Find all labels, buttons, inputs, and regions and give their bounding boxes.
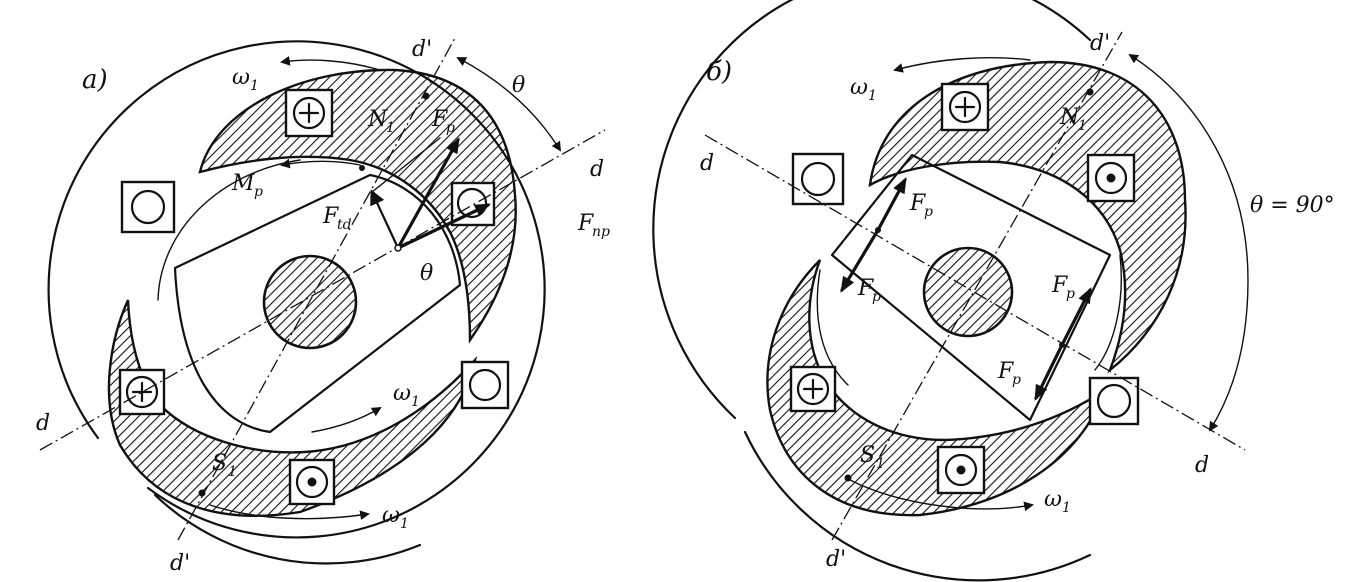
panel-b-d-right: d <box>1195 453 1209 478</box>
panel-a-dot-n <box>422 92 430 100</box>
panel-a-mp-arrow <box>280 158 361 169</box>
panel-a-omega-bottom-arrow <box>209 504 370 521</box>
panel-a-d-right: d <box>590 157 604 182</box>
panel-a-d-prime-bottom: d' <box>170 551 190 576</box>
panel-b-slot-dot-bottom <box>936 445 986 495</box>
panel-a-label: а) <box>82 65 108 95</box>
panel-a-omega-inner: ω <box>393 381 411 406</box>
panel-b-s1-sub: 1 <box>876 456 885 472</box>
panel-b-axis-d <box>704 134 1246 451</box>
panel-b-fp1: F <box>909 191 926 216</box>
panel-a-omega-inner-sub: 1 <box>411 394 420 410</box>
panel-b-n1: N <box>1059 105 1080 130</box>
panel-a-vector-ftd <box>370 189 400 250</box>
panel-a-d-left: d <box>36 411 50 436</box>
panel-b-n1-sub: 1 <box>1078 118 1087 134</box>
panel-a-rotor <box>173 173 462 434</box>
panel-b-slot-plus-top <box>940 82 990 132</box>
panel-b-slot-right-lower <box>1088 376 1140 426</box>
panel-b-theta90: θ = 90° <box>1250 193 1335 218</box>
panel-a-slot-plus-top <box>284 88 334 138</box>
panel-a-vector-fp <box>396 137 460 250</box>
panel-b: б) <box>652 0 1335 582</box>
panel-b-pole-south <box>766 259 1108 517</box>
panel-a-theta-arc <box>456 57 562 152</box>
panel-a-n1-sub: 1 <box>386 120 395 136</box>
panel-a-axis-d <box>39 129 606 451</box>
panel-b-fp1-sub: p <box>924 204 933 220</box>
panel-a-ftd-sub: td <box>337 217 352 233</box>
panel-b-s1: S <box>860 443 875 468</box>
panel-b-slot-left <box>791 152 845 206</box>
panel-b-vector-fp2 <box>840 228 880 293</box>
panel-a-dot-center <box>394 244 402 252</box>
panel-a-vector-guide <box>371 137 441 193</box>
panel-a-omega-top-sub: 1 <box>250 78 259 94</box>
panel-b-omega-bottom: ω <box>1044 487 1062 512</box>
panel-b-omega-top-sub: 1 <box>868 88 877 104</box>
panel-b-omega-top-arrow <box>893 57 1031 73</box>
panel-a-slot-plus-left <box>118 368 166 416</box>
panel-a-omega-inner-arrow <box>311 406 382 433</box>
panel-a-fnp: F <box>577 211 594 236</box>
panel-b-rotor-shoe <box>816 254 1122 386</box>
panel-a-rotor-inner <box>157 159 301 301</box>
panel-a-omega-bottom-sub: 1 <box>400 516 409 532</box>
panel-b-fp3-sub: p <box>1066 286 1075 302</box>
panel-b-vector-fp4 <box>1034 343 1064 401</box>
panel-a-d-prime-top: d' <box>412 37 432 62</box>
panel-b-dot-f2 <box>1059 342 1065 348</box>
panel-b-stator-outer <box>652 0 1092 582</box>
panel-a-theta-top: θ <box>512 73 525 98</box>
panel-a-fnp-sub: np <box>592 224 610 240</box>
panel-b-fp2-sub: p <box>872 289 881 305</box>
panel-b-slot-dot-right <box>1086 153 1136 203</box>
panel-b-theta-arc <box>1128 53 1249 432</box>
panel-b-slot-plus-left <box>789 365 837 413</box>
panel-a: а) <box>36 37 610 576</box>
panel-b-fp3: F <box>1051 273 1068 298</box>
panel-b-fp4-sub: p <box>1012 372 1021 388</box>
panel-b-d-prime-top: d' <box>1090 31 1110 56</box>
panel-b-d-prime-bottom: d' <box>826 547 846 572</box>
panel-a-omega-top: ω <box>232 65 250 90</box>
panel-b-vector-fp3 <box>1060 287 1092 347</box>
panel-a-n1: N <box>367 107 388 132</box>
panel-a-omega-bottom: ω <box>382 503 400 528</box>
panel-a-omega-top-arrow <box>280 56 381 71</box>
panel-b-label: б) <box>706 57 732 87</box>
panel-a-dot-s <box>198 489 206 497</box>
panel-a-slot-right-lower <box>460 360 510 410</box>
panel-a-dot-mp <box>359 165 365 171</box>
panel-b-rotor <box>830 153 1112 422</box>
panel-b-shaft <box>922 246 1014 338</box>
panel-b-omega-bottom-sub: 1 <box>1062 500 1071 516</box>
panel-a-s1-sub: 1 <box>228 464 237 480</box>
panel-b-dot-n <box>1086 88 1094 96</box>
panel-a-fp-sub: p <box>446 120 455 136</box>
panel-b-axis-d-prime <box>831 31 1123 541</box>
panel-a-pole-north <box>198 68 517 344</box>
panel-b-omega-top: ω <box>850 75 868 100</box>
panel-a-ftd: F <box>322 204 339 229</box>
panel-b-d-left: d <box>700 151 714 176</box>
panel-a-slot-dot-bottom <box>288 458 336 506</box>
panel-b-dot-s <box>844 474 852 482</box>
panel-b-vector-fp1 <box>876 177 907 232</box>
panel-a-mp-sub: p <box>254 184 263 200</box>
panel-b-fp4: F <box>997 359 1014 384</box>
panel-b-omega-bottom-arrow <box>849 479 1034 512</box>
panel-a-theta-inner: θ <box>420 261 433 286</box>
panel-a-vector-fnp <box>396 203 491 250</box>
panel-b-fp2: F <box>857 276 874 301</box>
panel-a-s1: S <box>212 451 227 476</box>
panel-a-fp: F <box>431 107 448 132</box>
panel-a-mp: M <box>231 171 255 196</box>
panel-a-slot-left <box>120 180 176 234</box>
panel-b-dot-f1 <box>875 227 881 233</box>
